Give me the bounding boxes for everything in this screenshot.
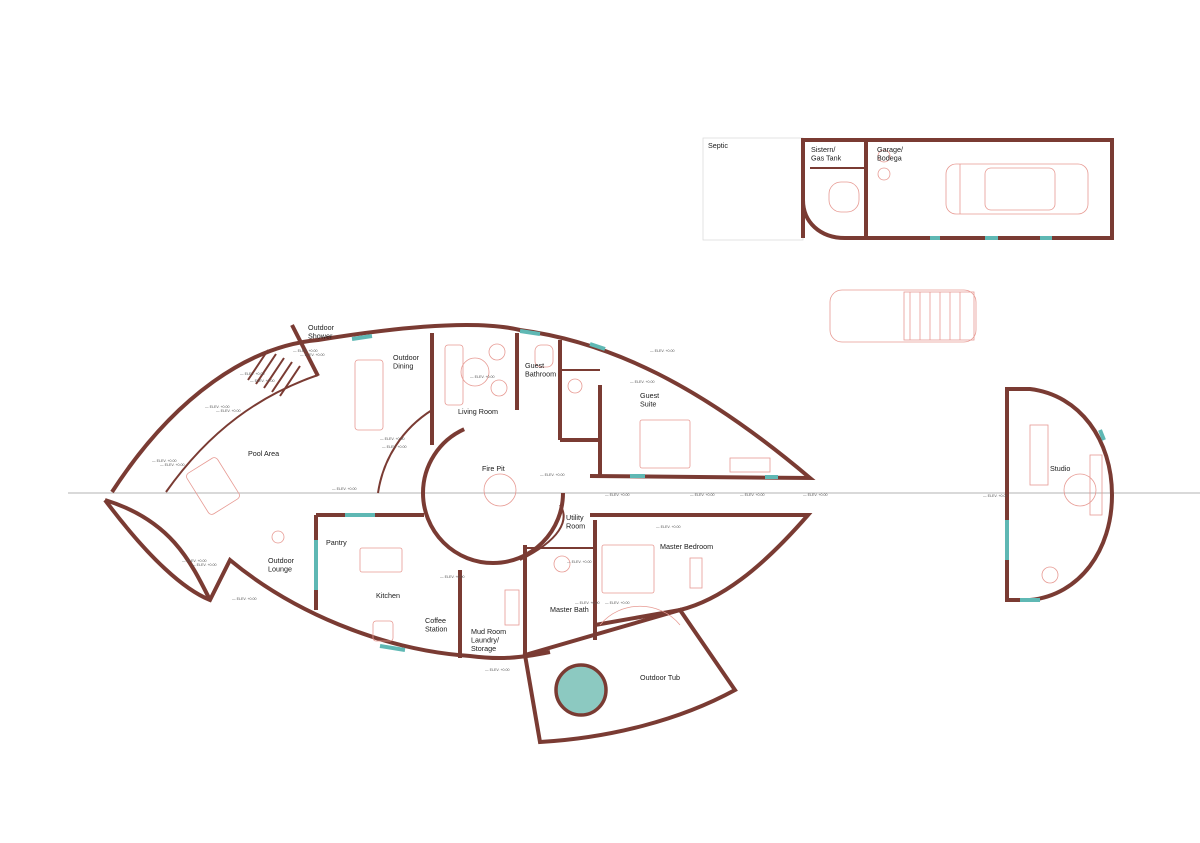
elevation-tag: — ELEV. +0.00 — [650, 349, 675, 353]
upper-inner-arc — [165, 374, 319, 493]
elevation-tag: — ELEV. +0.00 — [470, 375, 495, 379]
elevation-tag: — ELEV. +0.00 — [216, 409, 241, 413]
elevation-tag: — ELEV. +0.00 — [567, 560, 592, 564]
septic-outline — [702, 137, 804, 241]
upper-furniture — [186, 343, 771, 515]
outdoor-tub-label: Outdoor Tub — [640, 673, 680, 682]
elevation-tag: — ELEV. +0.00 — [605, 601, 630, 605]
wall-shower — [290, 324, 320, 377]
elevation-tag: — ELEV. +0.00 — [152, 459, 177, 463]
gas-tanks — [828, 149, 891, 213]
sistern-label: Sistern/Gas Tank — [811, 145, 842, 163]
studio-glass-3 — [1098, 429, 1106, 441]
sistern-wall — [801, 138, 868, 240]
shower-stair — [247, 349, 301, 397]
elevation-tag: — ELEV. +0.00 — [382, 445, 407, 449]
elevation-tag: — ELEV. +0.00 — [332, 487, 357, 491]
studio-furniture — [1029, 424, 1103, 584]
elevation-tag: — ELEV. +0.00 — [182, 559, 207, 563]
pantry-label: Pantry — [326, 538, 347, 547]
upper-glass-3 — [589, 342, 606, 351]
studio-label: Studio — [1050, 464, 1070, 473]
studio-pod: Studio — [1005, 387, 1115, 602]
master-bedroom-label: Master Bedroom — [660, 542, 713, 551]
elevation-tag: — ELEV. +0.00 — [690, 493, 715, 497]
service-block: Septic Sistern/Gas Tank Garage/Bodega — [702, 137, 1114, 241]
garage-wall — [866, 138, 1114, 240]
elevation-tag: — ELEV. +0.00 — [160, 463, 185, 467]
upper-glass-2 — [519, 329, 541, 336]
elevation-tag: — ELEV. +0.00 — [540, 473, 565, 477]
elevation-tag: — ELEV. +0.00 — [240, 372, 265, 376]
garage-label: Garage/Bodega — [877, 145, 903, 163]
septic-label: Septic — [708, 141, 728, 150]
upper-outer-wall — [110, 323, 816, 494]
elevation-tag: — ELEV. +0.00 — [250, 379, 275, 383]
kitchen-label: Kitchen — [376, 591, 400, 600]
courtyard — [377, 409, 565, 565]
courtyard-ring — [421, 421, 565, 565]
courtyard-arc — [377, 409, 433, 494]
elevation-tag: — ELEV. +0.00 — [605, 493, 630, 497]
studio-wall — [1005, 387, 1115, 602]
elevation-tag: — ELEV. +0.00 — [192, 563, 217, 567]
elevation-tag: — ELEV. +0.00 — [485, 668, 510, 672]
elevation-tag: — ELEV. +0.00 — [380, 437, 405, 441]
courtyard-stair — [519, 504, 565, 561]
lower-west-wall — [104, 498, 212, 601]
fire-pit-label: Fire Pit — [482, 464, 505, 473]
elevation-tag: — ELEV. +0.00 — [205, 405, 230, 409]
elevation-tag: — ELEV. +0.00 — [440, 575, 465, 579]
upper-glass-1 — [351, 334, 373, 341]
elevation-tag: — ELEV. +0.00 — [300, 353, 325, 357]
outdoor-tub-terrace — [522, 607, 738, 745]
elevation-tag: — ELEV. +0.00 — [803, 493, 828, 497]
living-room-label: Living Room — [458, 407, 498, 416]
garage-car — [945, 163, 1089, 215]
lower-glass-3 — [379, 644, 406, 652]
truck-drawing — [829, 289, 977, 343]
elevation-tag: — ELEV. +0.00 — [630, 380, 655, 384]
elevation-tag: — ELEV. +0.00 — [656, 525, 681, 529]
master-bath-label: Master Bath — [550, 605, 589, 614]
lower-east-wall — [590, 513, 813, 627]
elevation-tag: — ELEV. +0.00 — [740, 493, 765, 497]
elevation-tag: — ELEV. +0.00 — [575, 601, 600, 605]
outdoor-tub — [554, 663, 608, 717]
pool-area-label: Pool Area — [248, 449, 279, 458]
elevation-tag: — ELEV. +0.00 — [983, 494, 1008, 498]
elevation-tag: — ELEV. +0.00 — [232, 597, 257, 601]
elevation-tag: — ELEV. +0.00 — [293, 349, 318, 353]
elevation-markers: — ELEV. +0.00— ELEV. +0.00— ELEV. +0.00—… — [152, 349, 1008, 672]
lower-outer-wall — [103, 498, 551, 661]
lower-furniture — [271, 530, 703, 642]
